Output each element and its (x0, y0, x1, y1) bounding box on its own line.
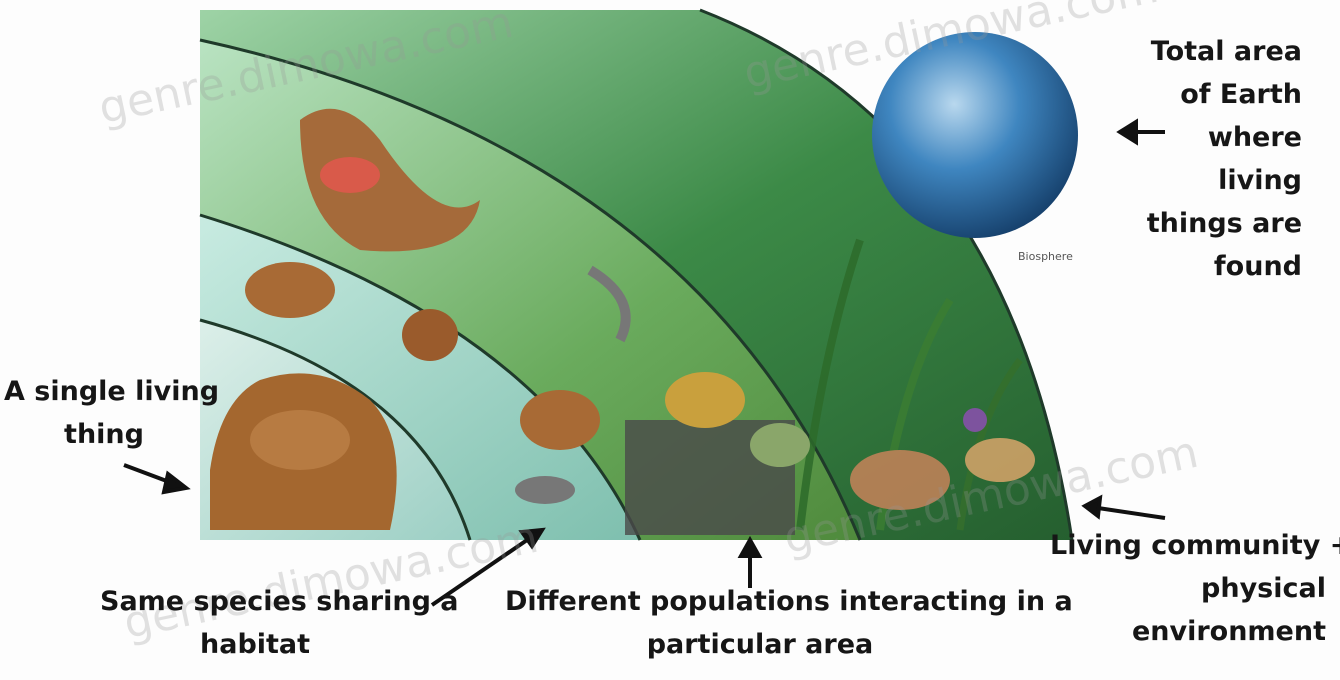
population-label-line: habitat (100, 623, 459, 666)
biosphere-label-line: where (1130, 116, 1302, 159)
community-label-line: Different populations interacting in a (505, 580, 1015, 623)
biosphere-label-line: found (1130, 245, 1302, 288)
biosphere-label-line: Total area (1130, 30, 1302, 73)
organism-label-line: thing (4, 413, 204, 456)
biosphere-label: Total area of Earth where living things … (1130, 30, 1302, 288)
population-label: Same species sharing a habitat (100, 580, 459, 666)
organism-label: A single living thing (4, 370, 204, 456)
ecosystem-label-line: physical (1050, 567, 1326, 610)
organism-label-line: A single living (4, 370, 204, 413)
biosphere-label-line: living (1130, 159, 1302, 202)
biosphere-earth (872, 32, 1078, 238)
ecosystem-label: Living community + physical environment (1050, 524, 1326, 653)
biosphere-label-line: things are (1130, 202, 1302, 245)
biosphere-label-line: of Earth (1130, 73, 1302, 116)
community-label: Different populations interacting in a p… (505, 580, 1015, 666)
ecosystem-label-line: environment (1050, 610, 1326, 653)
community-label-line: particular area (505, 623, 1015, 666)
ecosystem-label-line: Living community + (1050, 524, 1326, 567)
population-label-line: Same species sharing a (100, 580, 459, 623)
ecosystem-arrow (1098, 508, 1165, 518)
biosphere-caption: Biosphere (1018, 250, 1073, 263)
